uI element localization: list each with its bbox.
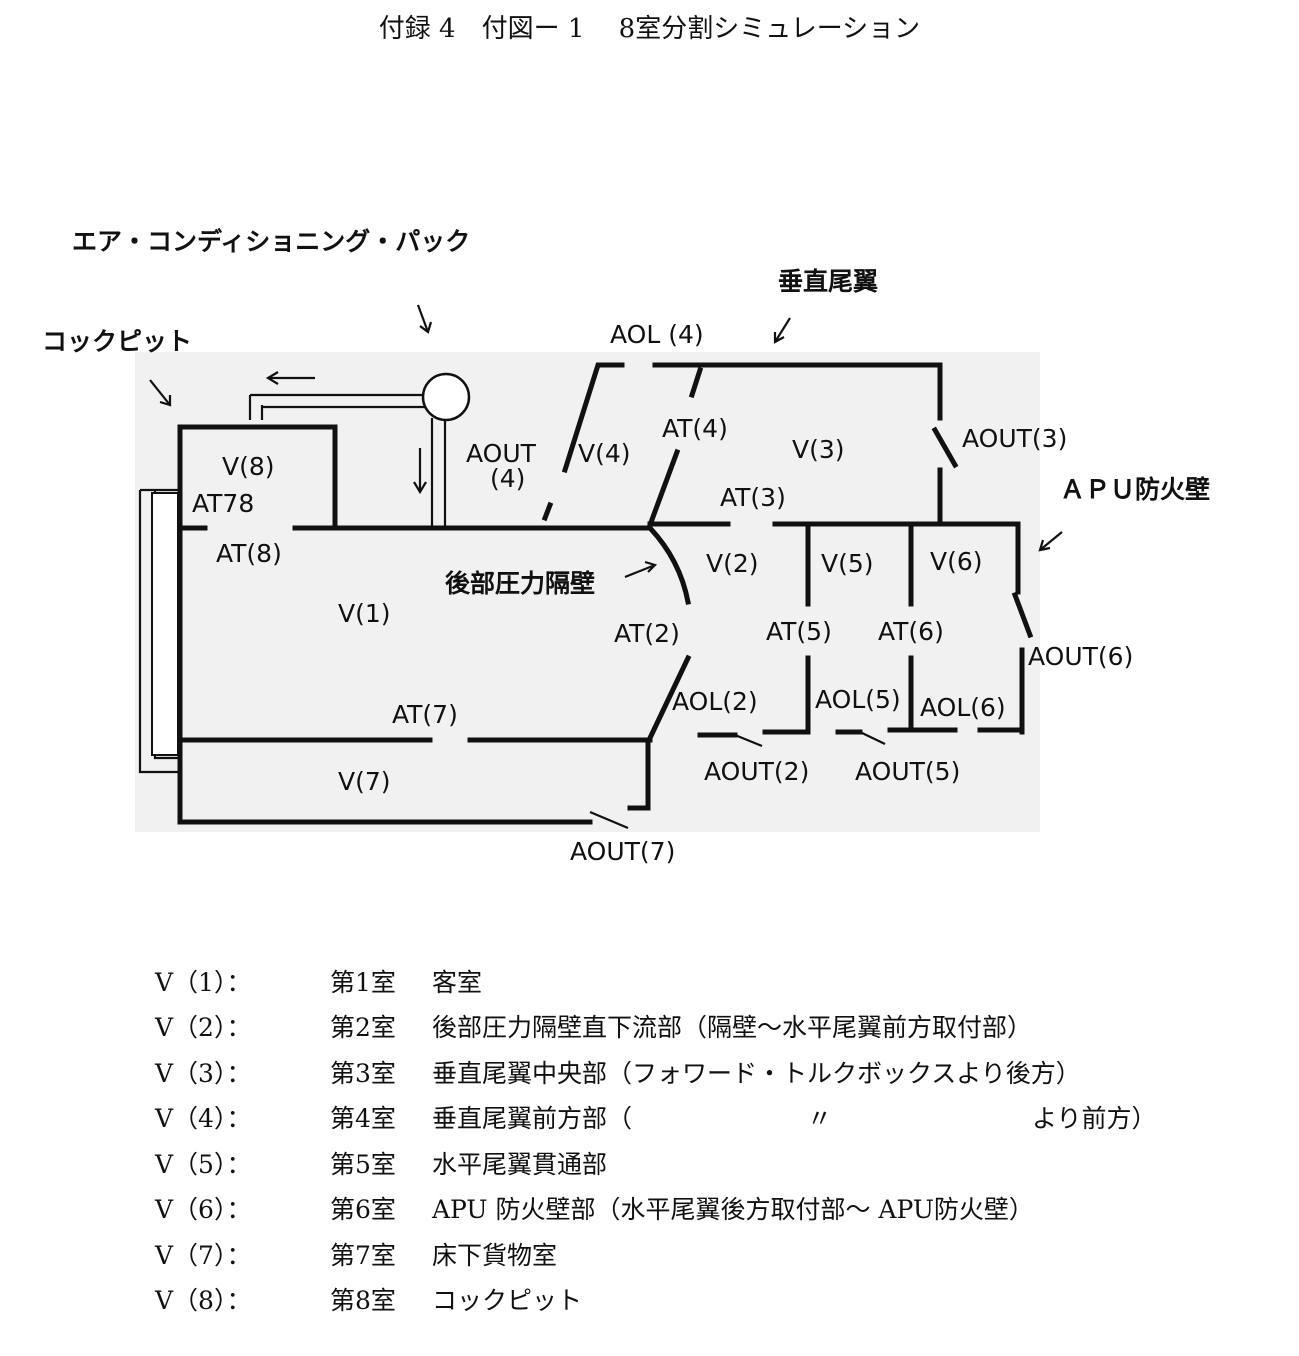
pointer-arrow-bulkhead xyxy=(624,560,658,579)
legend-row: V（5）： 第5室 水平尾翼貫通部 xyxy=(155,1140,1157,1186)
aout5-flap xyxy=(859,731,886,745)
ac-pack-label: エア・コンディショニング・パック xyxy=(72,227,470,256)
opening-at78: AT78 xyxy=(192,489,254,518)
legend-code: V（2）： xyxy=(155,1013,252,1043)
room-v5: V(5) xyxy=(821,549,874,578)
legend-room: 第7室 xyxy=(330,1240,396,1270)
legend-code: V（8）： xyxy=(155,1286,252,1316)
tail-leading-edge xyxy=(561,362,625,474)
tail-front-wall xyxy=(541,501,554,522)
opening-at4: AT(4) xyxy=(662,414,728,443)
legend-desc: 後部圧力隔壁直下流部（隔壁～水平尾翼前方取付部） xyxy=(432,1013,1033,1043)
aft-bulkhead-label: 後部圧力隔壁 xyxy=(445,569,595,598)
legend-row: V（3）： 第3室 垂直尾翼中央部（フォワード・トルクボックスより後方） xyxy=(155,1049,1157,1095)
opening-aout6: AOUT(6) xyxy=(1028,642,1133,671)
aft-pressure-bulkhead xyxy=(646,524,691,605)
legend-desc: APU 防火壁部（水平尾翼後方取付部～ APU防火壁） xyxy=(432,1195,1034,1225)
legend-desc: 客室 xyxy=(432,967,483,997)
legend-row: V（8）： 第8室 コックピット xyxy=(155,1277,1157,1323)
legend-row: V（4）： 第4室 垂直尾翼前方部（ 〃 より前方） xyxy=(155,1095,1157,1141)
legend-code: V（1）： xyxy=(155,967,252,997)
flow-arrow-left xyxy=(265,371,315,385)
opening-aol6: AOL(6) xyxy=(920,693,1006,722)
room-v3: V(3) xyxy=(792,435,845,464)
cargo-aft-wall-gap xyxy=(627,737,651,811)
room-v8: V(8) xyxy=(222,452,275,481)
flow-arrow-down xyxy=(413,448,427,495)
pointer-arrow-acpack xyxy=(416,304,433,334)
opening-aol5: AOL(5) xyxy=(815,685,901,714)
tail-top-wall xyxy=(652,362,943,421)
opening-aol4: AOL (4) xyxy=(610,320,704,349)
legend-room: 第4室 xyxy=(330,1104,396,1134)
legend-row: V（1）： 第1室 客室 xyxy=(155,958,1157,1004)
legend-room: 第5室 xyxy=(330,1149,396,1179)
legend-code: V（6）： xyxy=(155,1195,252,1225)
legend-row: V（2）： 第2室 後部圧力隔壁直下流部（隔壁～水平尾翼前方取付部） xyxy=(155,1004,1157,1050)
legend-desc: コックピット xyxy=(432,1286,583,1316)
legend-row: V（7）： 第7室 床下貨物室 xyxy=(155,1231,1157,1277)
opening-aout4-b: (4) xyxy=(490,464,525,493)
legend-desc: 水平尾翼貫通部 xyxy=(432,1149,608,1179)
legend-room: 第2室 xyxy=(330,1013,396,1043)
room-v1: V(1) xyxy=(338,599,391,628)
ac-pack-unit xyxy=(421,372,471,422)
compartment-diagram: エア・コンディショニング・パック コックピット 垂直尾翼 ＡＰＵ防火壁 後部圧力… xyxy=(42,227,1210,866)
vertical-tail-label: 垂直尾翼 xyxy=(778,267,878,296)
at4-lower xyxy=(646,448,681,529)
opening-at2: AT(2) xyxy=(614,619,680,648)
legend: V（1）： 第1室 客室 V（2）： 第2室 後部圧力隔壁直下流部（隔壁～水平尾翼前方取付… xyxy=(155,958,1157,1322)
ac-pack-duct xyxy=(248,393,425,420)
legend-code: V（3）： xyxy=(155,1058,252,1088)
page-title: 付録 4 付図ー 1 8室分割シミュレーション xyxy=(378,14,921,44)
opening-at6: AT(6) xyxy=(878,617,944,646)
aout6-flap xyxy=(1011,591,1034,639)
legend-code: V（4）： xyxy=(155,1104,252,1134)
opening-at8: AT(8) xyxy=(216,539,282,568)
legend-code: V（7）： xyxy=(155,1240,252,1270)
opening-aout3: AOUT(3) xyxy=(962,424,1067,453)
at4-upper xyxy=(688,366,704,399)
pointer-arrow-apu xyxy=(1038,531,1063,552)
legend-code: V（5）： xyxy=(155,1149,252,1179)
legend-desc: 垂直尾翼前方部（ 〃 より前方） xyxy=(432,1104,1157,1134)
room-v2: V(2) xyxy=(706,549,759,578)
pointer-arrow-tail xyxy=(773,317,791,344)
room-v7: V(7) xyxy=(338,767,391,796)
legend-desc: 垂直尾翼中央部（フォワード・トルクボックスより後方） xyxy=(432,1058,1081,1088)
opening-at5: AT(5) xyxy=(766,617,832,646)
opening-aout7: AOUT(7) xyxy=(570,837,675,866)
pointer-arrow-cockpit xyxy=(149,379,172,407)
duct-panel xyxy=(151,492,179,756)
legend-room: 第3室 xyxy=(330,1058,396,1088)
opening-at3: AT(3) xyxy=(720,483,786,512)
opening-aout2: AOUT(2) xyxy=(704,757,809,786)
bulkhead-lower xyxy=(646,654,692,742)
diagram-background xyxy=(135,352,1040,832)
ac-pack-riser xyxy=(430,418,447,528)
opening-at7: AT(7) xyxy=(392,700,458,729)
legend-room: 第6室 xyxy=(330,1195,396,1225)
legend-room: 第8室 xyxy=(330,1286,396,1316)
aout2-flap xyxy=(734,733,763,748)
cockpit-wall xyxy=(177,424,338,538)
aout7-flap xyxy=(589,810,629,830)
aout3-flap xyxy=(931,426,959,469)
cockpit-label: コックピット xyxy=(42,327,192,356)
legend-room: 第1室 xyxy=(330,967,396,997)
apu-firewall-label: ＡＰＵ防火壁 xyxy=(1060,475,1210,504)
room-v6: V(6) xyxy=(930,547,983,576)
legend-row: V（6）： 第6室 APU 防火壁部（水平尾翼後方取付部～ APU防火壁） xyxy=(155,1186,1157,1232)
opening-aout4-a: AOUT xyxy=(466,439,537,468)
opening-aol2: AOL(2) xyxy=(672,687,758,716)
legend-desc: 床下貨物室 xyxy=(432,1240,558,1270)
opening-aout5: AOUT(5) xyxy=(855,757,960,786)
room-v4: V(4) xyxy=(578,439,631,468)
